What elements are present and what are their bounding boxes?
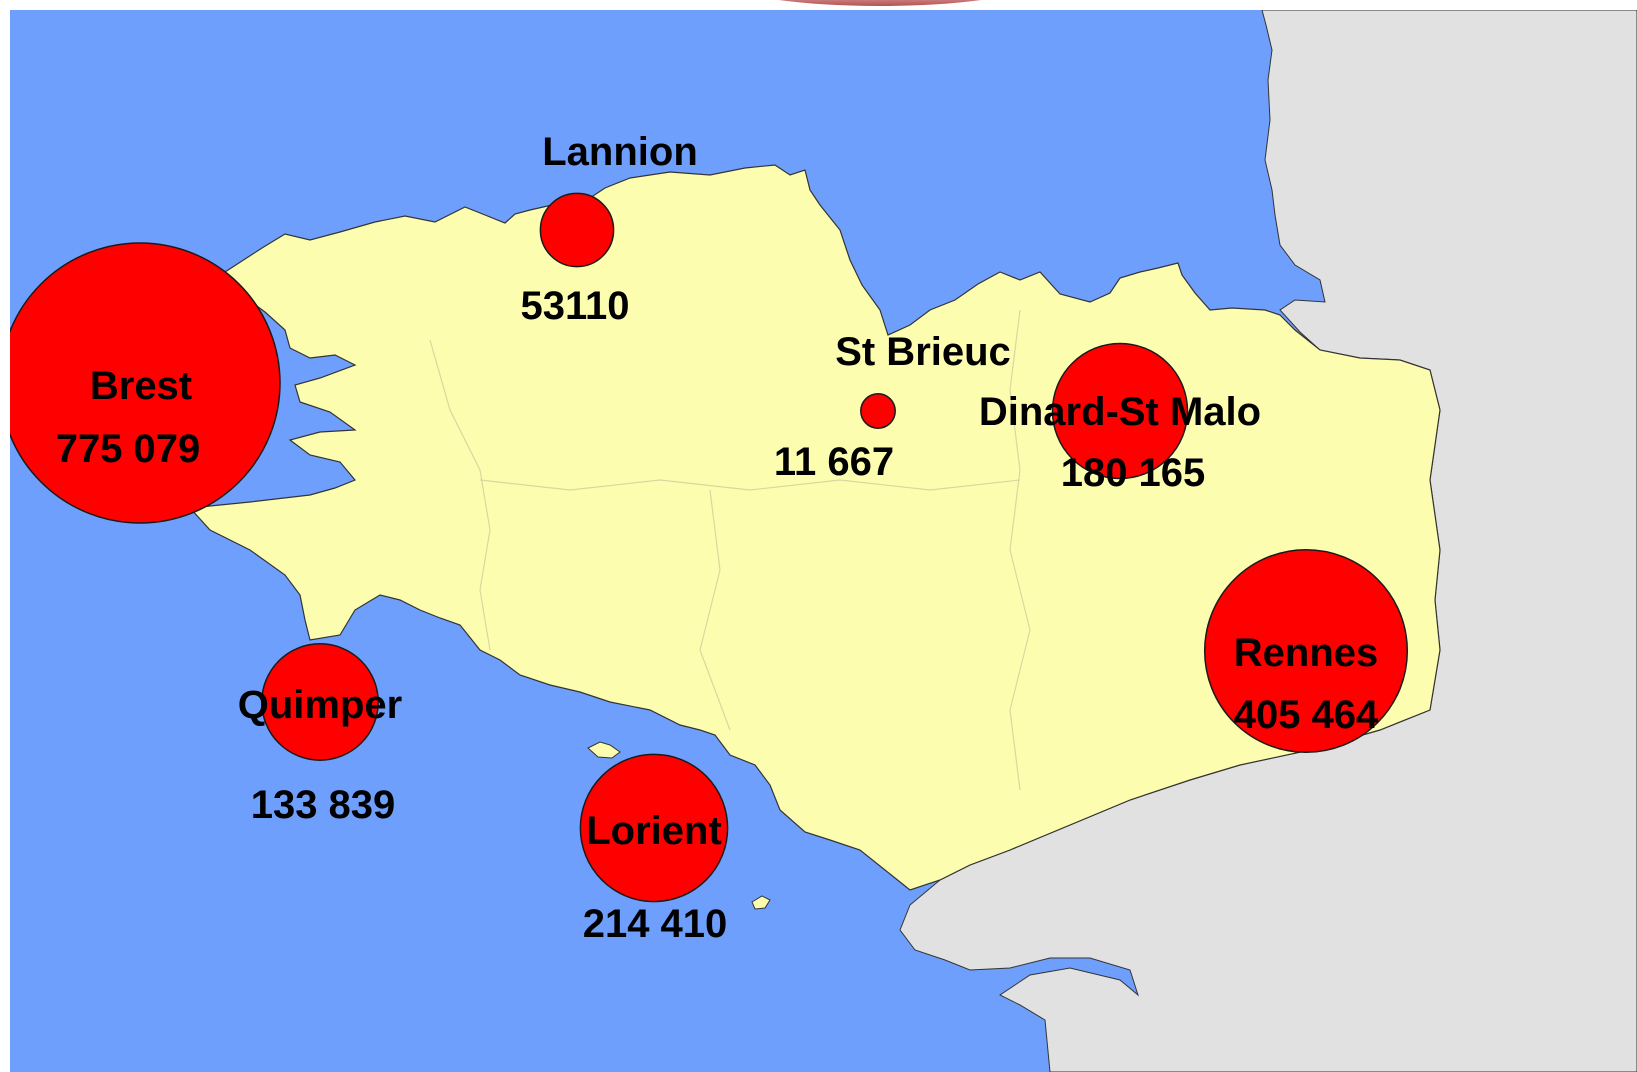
city-value-dinard-st-malo: 180 165 (1061, 451, 1206, 495)
top-decoration (730, 0, 1030, 6)
city-name-quimper: Quimper (238, 683, 402, 727)
city-circle-lorient (579, 753, 729, 903)
city-name-lorient: Lorient (586, 809, 722, 853)
border-cotes-morbihan (479, 479, 1021, 491)
city-name-dinard-st-malo: Dinard-St Malo (979, 390, 1261, 434)
department-borders (429, 309, 1031, 791)
border-morbihan (699, 489, 731, 731)
city-circle-st-brieuc (860, 393, 896, 429)
city-circle-brest (10, 242, 281, 524)
city-circle-lannion (539, 192, 615, 268)
map-frame: Lannion 53110 Brest 775 079 St Brieuc 11… (10, 10, 1637, 1072)
city-value-st-brieuc: 11 667 (774, 440, 894, 484)
island-groix (751, 895, 771, 910)
border-ille-vilaine (1009, 309, 1031, 791)
city-circle-rennes (1203, 548, 1409, 754)
border-finistere (429, 339, 491, 651)
city-labels: Lannion 53110 Brest 775 079 St Brieuc 11… (56, 130, 1379, 946)
city-circle-dinard-st-malo (1051, 342, 1189, 480)
city-name-st-brieuc: St Brieuc (835, 330, 1011, 374)
city-name-rennes: Rennes (1234, 631, 1379, 675)
city-value-brest: 775 079 (56, 427, 201, 471)
city-value-rennes: 405 464 (1234, 693, 1379, 737)
city-value-quimper: 133 839 (251, 783, 396, 827)
city-value-lannion: 53110 (520, 284, 629, 328)
city-circle-quimper (261, 643, 379, 761)
city-name-brest: Brest (90, 364, 192, 408)
city-value-lorient: 214 410 (583, 902, 728, 946)
city-name-lannion: Lannion (542, 130, 698, 174)
brittany-map: Lannion 53110 Brest 775 079 St Brieuc 11… (10, 10, 1637, 1072)
city-circles (10, 192, 1409, 903)
island-belle-ile (587, 741, 621, 759)
